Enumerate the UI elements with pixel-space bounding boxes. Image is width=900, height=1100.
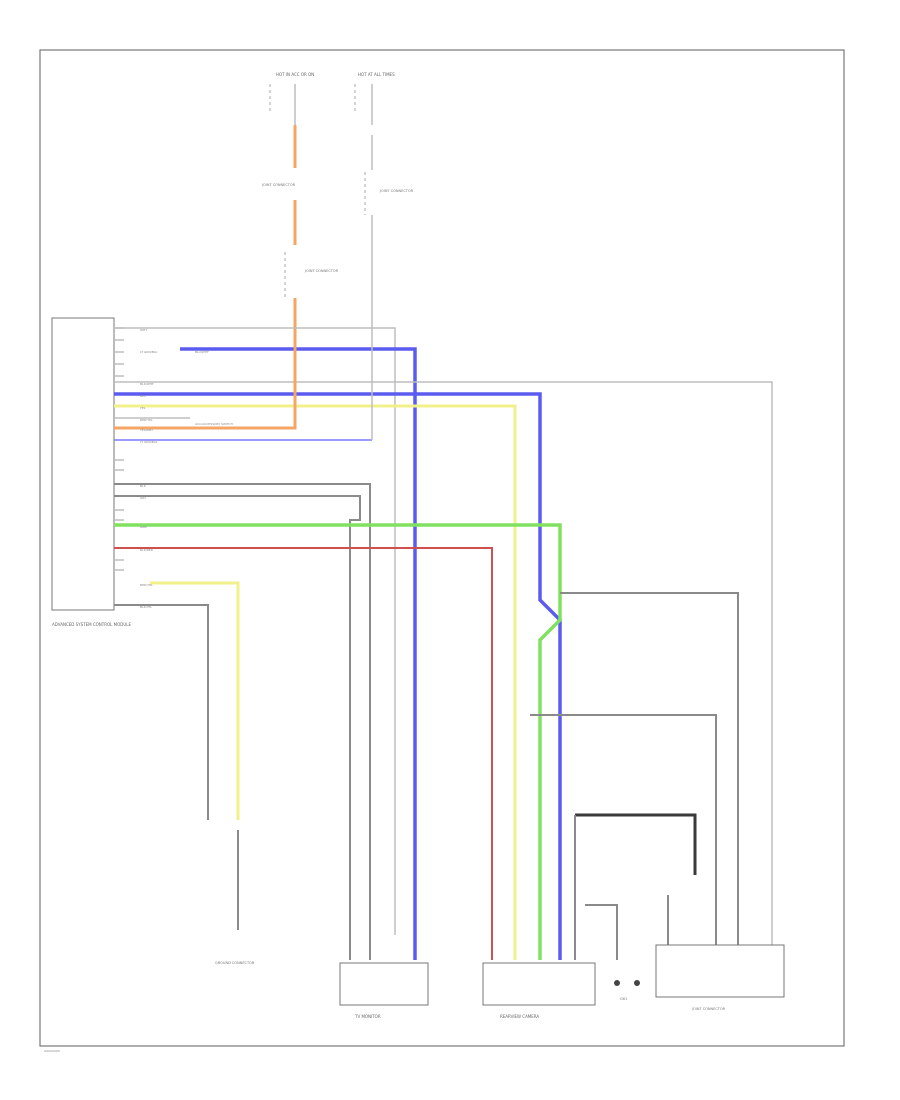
joint-c-label: JOINT CONNECTOR <box>304 269 339 273</box>
wire-label-14: RED/YEL <box>140 583 153 587</box>
wire-labels: WHT LT GRN/BLU BLU/WHT BLK/WHT BLU YEL R… <box>140 328 233 609</box>
joint-a-label: JOINT CONNECTOR <box>261 183 296 187</box>
module-box <box>51 317 115 611</box>
wire-label-4: BLK/WHT <box>140 382 154 386</box>
junction-label: JOINT CONNECTOR <box>691 1007 726 1011</box>
wire-label-10: BLK <box>140 484 147 488</box>
top-power-section: HOT IN ACC OR ON HOT AT ALL TIMES JOINT … <box>261 72 414 330</box>
wire-label-1: WHT <box>140 328 147 332</box>
ground-connector-label: GROUND CONNECTOR <box>215 961 255 965</box>
ground-label: G61 <box>620 997 627 1001</box>
footer-code: G0000000 <box>44 1049 60 1053</box>
wire-label-7: RED/YEL <box>140 418 153 422</box>
wire-label-5: BLU <box>140 394 146 398</box>
ground-point-a <box>614 980 620 986</box>
wire-label-2: LT GRN/BLU <box>140 350 157 354</box>
wire-label-8: YEL/RED <box>140 428 153 432</box>
wire-label-15: BLK/YEL <box>140 605 152 609</box>
tv-monitor-label: TV MONITOR <box>354 1014 381 1019</box>
wire-runs <box>114 250 773 960</box>
wire-label-3: BLU/WHT <box>195 350 209 354</box>
joint-b-label: JOINT CONNECTOR <box>379 189 414 193</box>
wire-label-11: GRY <box>140 496 146 500</box>
wire-label-13: BLK/RED <box>140 548 154 552</box>
fuse-b-label: HOT AT ALL TIMES <box>358 72 395 77</box>
module-label: ADVANCED SYSTEM CONTROL MODULE <box>52 622 131 627</box>
wire-label-6: YEL <box>140 406 146 410</box>
wire-label-16: ACC/ACCESSORY SWITCH <box>195 422 233 426</box>
rear-camera-label: REARVIEW CAMERA <box>500 1014 539 1019</box>
junction-box <box>655 944 785 998</box>
rear-camera-box <box>482 962 596 1006</box>
tv-monitor-box <box>339 962 429 1006</box>
wire-label-9: LT GRN/BLK <box>140 440 158 444</box>
fuse-a-label: HOT IN ACC OR ON <box>276 72 314 77</box>
wire-label-12: GRN <box>140 525 147 529</box>
module-pins <box>114 327 124 571</box>
ground-point-b <box>634 980 640 986</box>
diagram-frame <box>39 49 845 1047</box>
